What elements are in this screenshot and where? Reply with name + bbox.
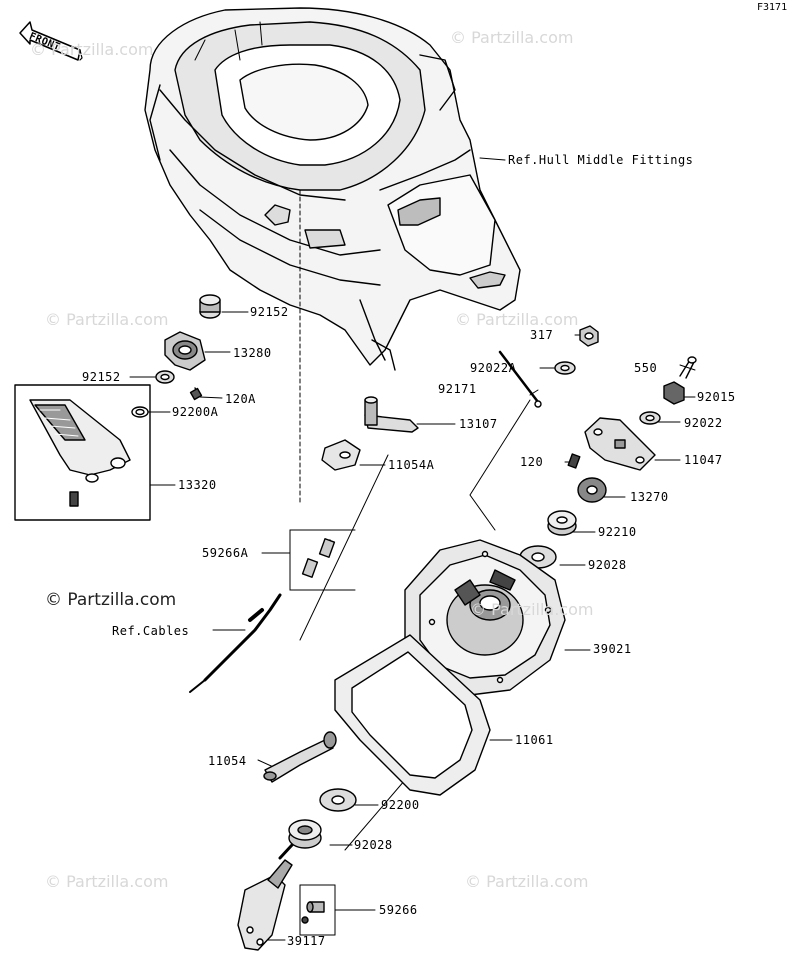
label-550: 550	[634, 361, 658, 375]
washer-92022a	[554, 361, 576, 375]
label-92152a: 92152	[250, 305, 289, 319]
pin-550	[679, 356, 697, 379]
label-39117: 39117	[287, 934, 326, 948]
cover-13320	[14, 384, 151, 521]
label-92171: 92171	[438, 382, 477, 396]
plate-11054a	[321, 439, 361, 471]
label-92210: 92210	[598, 525, 637, 539]
cable	[189, 593, 282, 693]
bracket-11054	[263, 731, 337, 783]
label-92022a: 92022A	[470, 361, 517, 375]
spacer-92210	[547, 510, 577, 536]
hull-body	[144, 7, 521, 371]
rod-92171	[498, 350, 542, 408]
label-92152b: 92152	[82, 370, 121, 384]
label-ref-cables: Ref.Cables	[112, 624, 190, 638]
screw-120	[567, 453, 581, 469]
lever-13107	[364, 396, 419, 433]
plate-39021	[404, 539, 566, 696]
watermark: © Partzilla.com	[45, 310, 169, 329]
grommet-92152a	[199, 294, 221, 319]
figure-code: F3171	[757, 2, 788, 13]
label-120a: 120A	[225, 392, 256, 406]
nut-317	[579, 325, 599, 347]
label-92015: 92015	[697, 390, 736, 404]
label-11054a: 11054A	[388, 458, 435, 472]
label-13320: 13320	[178, 478, 217, 492]
label-11061: 11061	[515, 733, 554, 747]
washer-92200a	[131, 406, 149, 418]
label-13270: 13270	[630, 490, 669, 504]
joint-59266a	[301, 538, 336, 578]
label-92028b: 92028	[354, 838, 393, 852]
watermark: © Partzilla.com	[455, 310, 579, 329]
washer-92200	[319, 788, 357, 812]
label-ref-hull: Ref.Hull Middle Fittings	[508, 153, 694, 167]
gear-13270	[577, 477, 607, 503]
label-317: 317	[530, 328, 554, 342]
bracket-11047	[584, 417, 656, 471]
bracket-13280	[164, 331, 206, 371]
gasket-11061	[334, 634, 491, 796]
label-92200: 92200	[381, 798, 420, 812]
label-59266a: 59266A	[202, 546, 249, 560]
watermark: © Partzilla.com	[450, 28, 574, 47]
label-59266: 59266	[379, 903, 418, 917]
label-92028a: 92028	[588, 558, 627, 572]
nut-92015	[663, 381, 685, 405]
label-13107: 13107	[459, 417, 498, 431]
label-39021: 39021	[593, 642, 632, 656]
arm-39117	[237, 843, 294, 951]
washer-92022	[639, 411, 661, 425]
front-arrow-icon	[19, 21, 83, 61]
watermark: © Partzilla.com	[45, 872, 169, 891]
label-120: 120	[520, 455, 544, 469]
watermark-main: © Partzilla.com	[45, 590, 177, 610]
label-11054: 11054	[208, 754, 247, 768]
bushing-92028b	[288, 819, 322, 849]
label-11047: 11047	[684, 453, 723, 467]
watermark: © Partzilla.com	[465, 872, 589, 891]
label-13280: 13280	[233, 346, 272, 360]
screw-120a	[189, 387, 203, 401]
label-92022: 92022	[684, 416, 723, 430]
label-92200a: 92200A	[172, 405, 219, 419]
watermark: © Partzilla.com	[30, 40, 154, 59]
grommet-92152b	[155, 370, 175, 384]
watermark: © Partzilla.com	[470, 600, 594, 619]
joint-59266	[301, 901, 325, 924]
